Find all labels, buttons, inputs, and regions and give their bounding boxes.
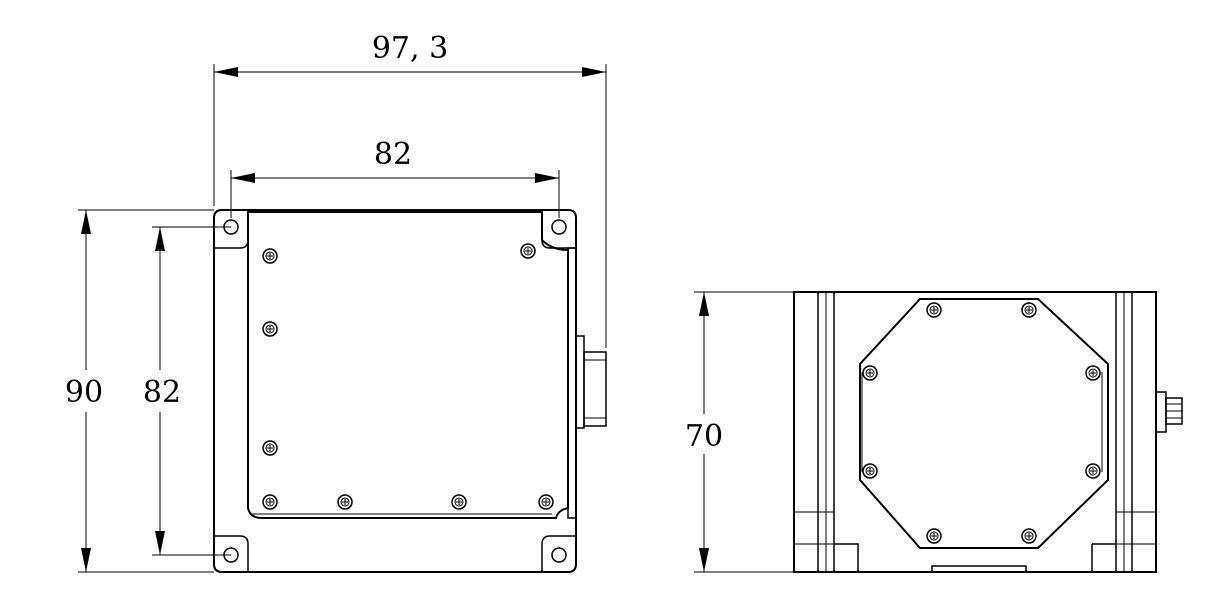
side-cover-screws: [862, 302, 1101, 544]
dimension-side-height: 70: [685, 291, 794, 573]
screw-icon: [262, 321, 278, 337]
side-height-label: 70: [685, 419, 723, 454]
ear-bottom-right: [541, 535, 576, 572]
side-view-connector: [1155, 391, 1183, 433]
screw-icon: [1021, 528, 1037, 544]
ear-top-right: [541, 212, 576, 249]
inner-cover-plate: [247, 211, 569, 519]
dimension-hole-spacing-height: 82: [143, 226, 231, 556]
hole-spacing-height-label: 82: [143, 375, 181, 410]
screw-icon: [926, 528, 942, 544]
screw-icon: [538, 494, 554, 510]
right-rail: [1115, 292, 1156, 572]
side-connector-base: [575, 335, 585, 429]
overall-height-label: 90: [65, 375, 103, 410]
left-rail: [794, 292, 835, 572]
screw-icon: [862, 463, 878, 479]
screw-icon: [1085, 463, 1101, 479]
cover-screws: [262, 243, 554, 510]
mounting-hole-bottom-right: [551, 547, 567, 563]
screw-icon: [262, 248, 278, 264]
dimension-hole-spacing-width: 82: [230, 137, 560, 218]
screw-icon: [926, 302, 942, 318]
front-housing-outline: [213, 209, 577, 573]
mounting-hole-top-right: [551, 219, 567, 235]
octagonal-cover: [859, 298, 1109, 549]
screw-icon: [262, 440, 278, 456]
right-flange-strip: [567, 247, 577, 519]
dimension-overall-height: 90: [65, 209, 214, 573]
screw-icon: [1021, 302, 1037, 318]
side-view: 70: [685, 291, 1183, 573]
ear-top-left: [214, 212, 249, 249]
screw-icon: [262, 494, 278, 510]
side-connector-body: [583, 351, 607, 427]
screw-icon: [1085, 365, 1101, 381]
screw-icon: [520, 243, 536, 259]
screw-icon: [337, 494, 353, 510]
screw-icon: [451, 494, 467, 510]
hole-spacing-width-label: 82: [374, 137, 412, 172]
side-housing-outline: [793, 291, 1157, 573]
ear-bottom-left: [214, 535, 249, 572]
dimension-overall-width: 97, 3: [213, 31, 607, 348]
front-view: 97, 3 82 90 82: [65, 31, 607, 573]
screw-icon: [862, 365, 878, 381]
overall-width-label: 97, 3: [372, 31, 448, 66]
bottom-feet: [834, 543, 1116, 572]
